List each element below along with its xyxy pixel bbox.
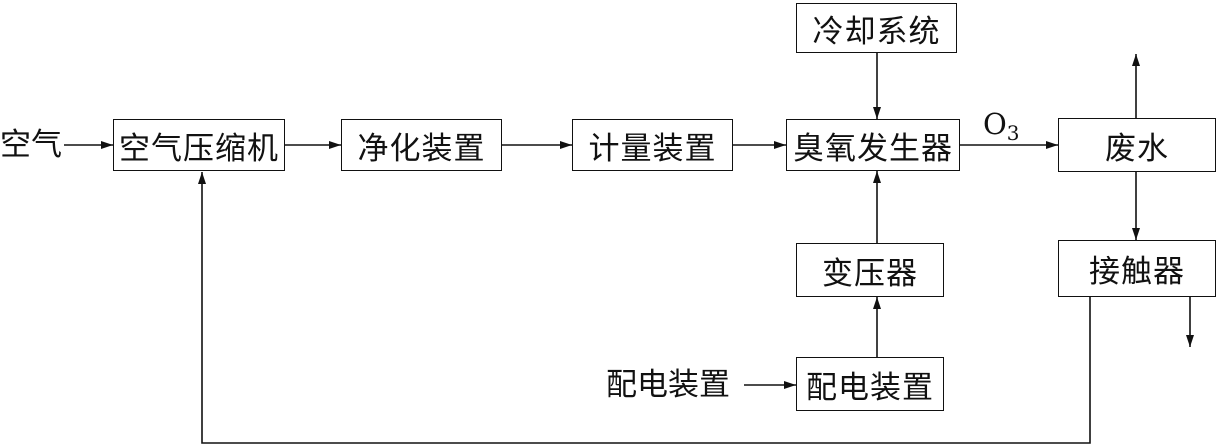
air-compressor-label: 空气压缩机	[119, 130, 279, 167]
wastewater-label: 废水	[1105, 130, 1169, 167]
transformer-box: 变压器	[796, 243, 944, 297]
power-distribution-box: 配电装置	[796, 357, 944, 411]
air-input-label: 空气	[0, 127, 62, 163]
meter-box: 计量装置	[572, 119, 733, 171]
ozone-symbol: O	[983, 107, 1007, 141]
purifier-box: 净化装置	[341, 119, 502, 171]
power-input-label: 配电装置	[606, 367, 730, 403]
contactor-box: 接触器	[1058, 240, 1216, 297]
air-compressor-box: 空气压缩机	[113, 119, 285, 171]
ozone-flow-label: O3	[983, 106, 1020, 151]
transformer-label: 变压器	[822, 255, 918, 292]
purifier-label: 净化装置	[357, 130, 486, 167]
ozone-subscript: 3	[1006, 121, 1020, 145]
power-distribution-label: 配电装置	[806, 369, 934, 406]
ozone-generator-box: 臭氧发生器	[786, 119, 960, 171]
return-line-contactor-to-compressor	[198, 172, 1091, 444]
cooling-system-box: 冷却系统	[796, 3, 957, 53]
wastewater-box: 废水	[1058, 118, 1216, 172]
contactor-label: 接触器	[1089, 254, 1185, 290]
ozone-generator-label: 臭氧发生器	[793, 130, 953, 167]
cooling-system-label: 冷却系统	[812, 13, 941, 50]
meter-label: 计量装置	[588, 130, 717, 167]
